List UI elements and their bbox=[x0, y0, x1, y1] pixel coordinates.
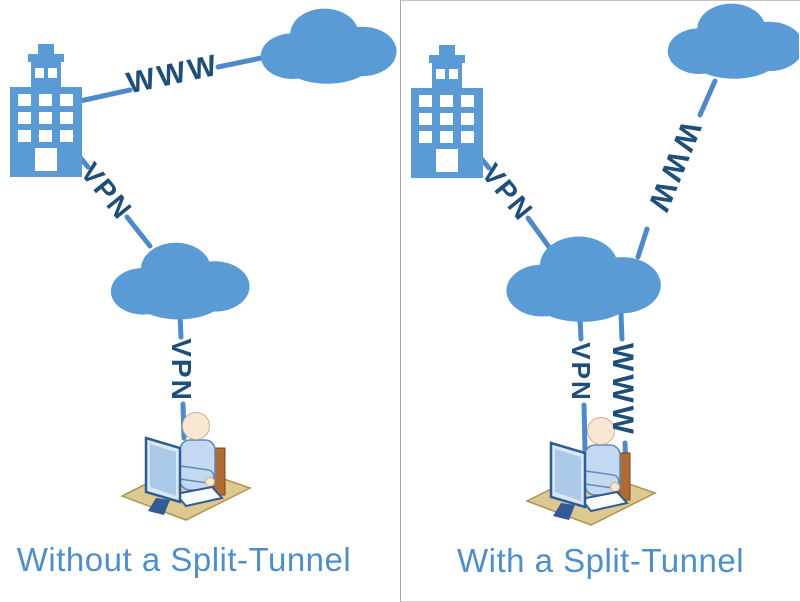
vpn-link-line bbox=[577, 316, 584, 342]
diagram-canvas-right: VPN WWW VPN WWW bbox=[411, 3, 799, 526]
vpn-link-line bbox=[177, 313, 184, 340]
internet-cloud-icon bbox=[667, 3, 799, 79]
user-workstation-icon bbox=[525, 417, 657, 526]
panel-without-split-tunnel: WWW VPN VPN Without a Split-Tunnel bbox=[10, 8, 397, 578]
www-link-line bbox=[618, 310, 625, 342]
www-link-line bbox=[215, 54, 269, 70]
vpn-link-label: VPN bbox=[476, 158, 540, 227]
www-link-label: WWW bbox=[640, 117, 707, 219]
vpn-link-line bbox=[124, 214, 153, 249]
office-building-icon bbox=[411, 45, 483, 178]
office-building-icon bbox=[10, 44, 82, 177]
user-workstation-icon bbox=[120, 412, 252, 521]
internet-cloud-icon bbox=[260, 8, 397, 84]
vpn-link-line bbox=[581, 402, 588, 454]
panel-caption: With a Split-Tunnel bbox=[456, 542, 745, 579]
www-link-line bbox=[77, 87, 133, 104]
vpn-link-line bbox=[525, 215, 552, 250]
vpn-link-label: VPN bbox=[166, 338, 197, 402]
vpn-cloud-icon bbox=[506, 236, 661, 322]
www-link-line bbox=[697, 78, 718, 118]
www-link-label: WWW bbox=[124, 49, 223, 101]
panel-caption: Without a Split-Tunnel bbox=[16, 541, 352, 578]
diagram-canvas-left: WWW VPN VPN bbox=[10, 8, 397, 521]
vpn-link-label: VPN bbox=[566, 342, 596, 401]
www-link-label: WWW bbox=[606, 343, 639, 437]
vpn-link-label: VPN bbox=[75, 157, 139, 226]
vpn-cloud-icon bbox=[110, 242, 250, 320]
panel-with-split-tunnel: VPN WWW VPN WWW With a Split-Tunnel bbox=[400, 0, 800, 602]
www-link-line bbox=[635, 226, 650, 260]
